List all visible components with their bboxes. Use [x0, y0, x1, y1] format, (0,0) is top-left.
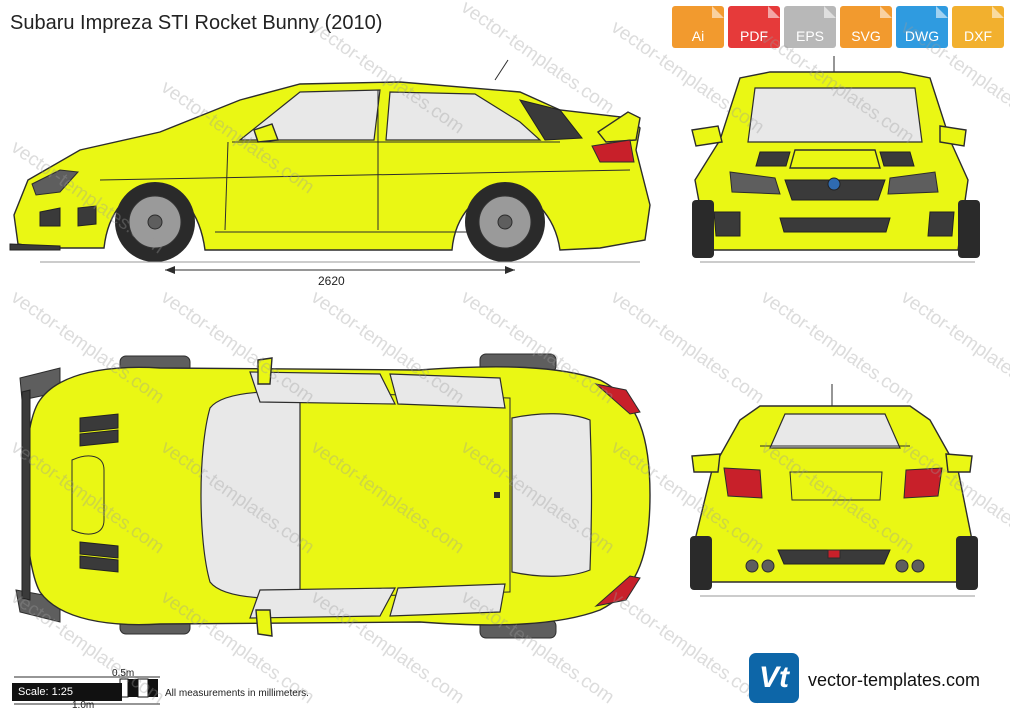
eps-format-icon[interactable]: EPS [784, 6, 836, 48]
wheelbase-label: 2620 [318, 274, 345, 288]
rear-view [690, 384, 978, 597]
page-title: Subaru Impreza STI Rocket Bunny (2010) [10, 12, 383, 34]
scale-half-meter-label: 0.5m [112, 668, 135, 679]
top-view [15, 353, 651, 639]
pdf-format-icon[interactable]: PDF [728, 6, 780, 48]
wheelbase-dimension [165, 266, 515, 274]
vt-logo-icon[interactable]: Vt [749, 653, 799, 703]
brand-site-link[interactable]: vector-templates.com [808, 670, 981, 690]
svg-format-icon[interactable]: SVG [840, 6, 892, 48]
format-badges: Ai PDF EPS SVG DWG DXF [672, 6, 1004, 48]
scale-label: Scale: 1:25 [12, 683, 122, 701]
dwg-format-icon[interactable]: DWG [896, 6, 948, 48]
front-view [691, 56, 980, 263]
measurement-note: All measurements in millimeters. [165, 688, 309, 699]
scale-bar [14, 676, 160, 705]
scale-one-meter-label: 1.0m [72, 700, 95, 711]
dxf-format-icon[interactable]: DXF [952, 6, 1004, 48]
side-view [9, 59, 651, 263]
ai-format-icon[interactable]: Ai [672, 6, 724, 48]
